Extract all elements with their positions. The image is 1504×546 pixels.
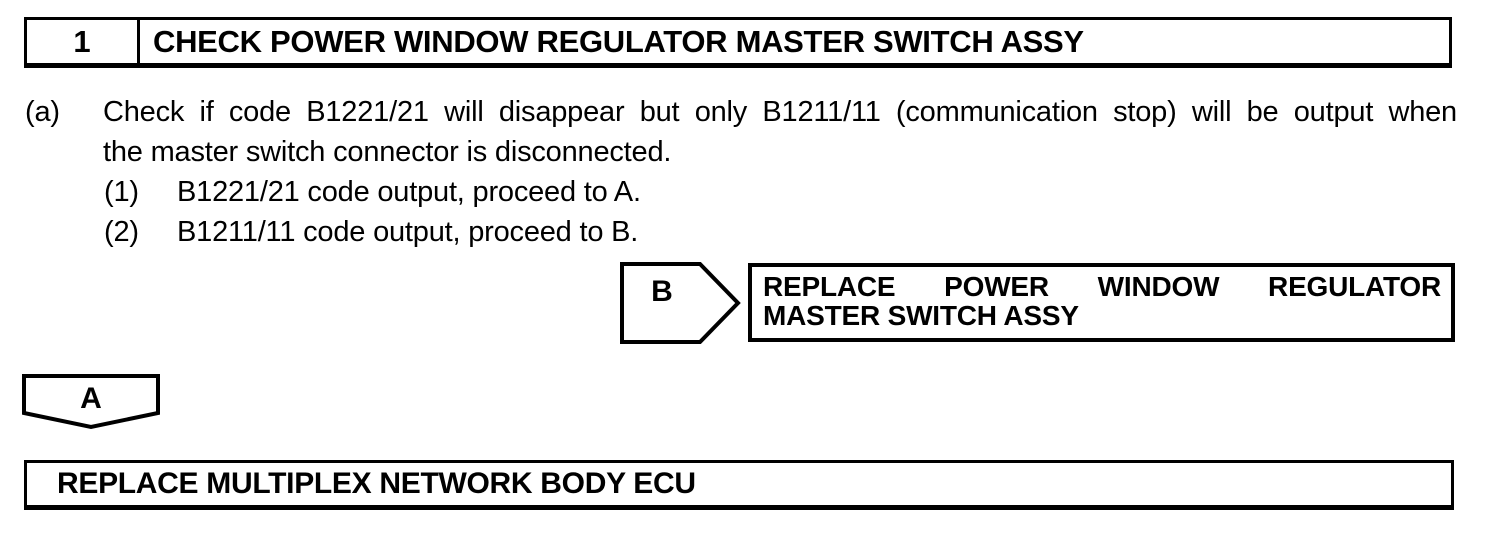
substep-1-text: B1221/21 code output, proceed to A. bbox=[177, 176, 641, 208]
substep-1-label: (1) bbox=[104, 176, 139, 208]
step-number: 1 bbox=[27, 20, 140, 63]
substep-2: (2) B1211/11 code output, proceed to B. bbox=[104, 212, 1457, 252]
instruction-item-label: (a) bbox=[25, 96, 60, 128]
connector-a-arrow-icon bbox=[22, 374, 160, 430]
connector-b-arrow-icon bbox=[620, 262, 741, 344]
instruction-text: Check if code B1221/21 will disappear bu… bbox=[103, 92, 1457, 172]
step-title: CHECK POWER WINDOW REGULATOR MASTER SWIT… bbox=[153, 23, 1084, 59]
connector-b-label: B bbox=[651, 275, 673, 308]
connector-a-label: A bbox=[80, 382, 102, 415]
substep-1: (1) B1221/21 code output, proceed to A. bbox=[104, 172, 1457, 212]
instruction-line-1: Check if code B1221/21 will disappear bu… bbox=[103, 96, 1457, 128]
substep-2-label: (2) bbox=[104, 216, 139, 248]
instruction-line-2: the master switch connector is disconnec… bbox=[103, 136, 672, 168]
action-a-text: REPLACE MULTIPLEX NETWORK BODY ECU bbox=[57, 467, 696, 500]
step-header-box: 1 CHECK POWER WINDOW REGULATOR MASTER SW… bbox=[24, 17, 1452, 68]
action-box-replace-master-switch: REPLACE POWER WINDOW REGULATOR MASTER SW… bbox=[748, 263, 1455, 342]
instruction-block: (a) Check if code B1221/21 will disappea… bbox=[25, 92, 1457, 252]
action-box-replace-body-ecu: REPLACE MULTIPLEX NETWORK BODY ECU bbox=[24, 460, 1454, 510]
action-b-line-2: MASTER SWITCH ASSY bbox=[763, 300, 1079, 331]
substep-2-text: B1211/11 code output, proceed to B. bbox=[177, 216, 639, 248]
action-b-line-1: REPLACE POWER WINDOW REGULATOR bbox=[763, 271, 1441, 302]
